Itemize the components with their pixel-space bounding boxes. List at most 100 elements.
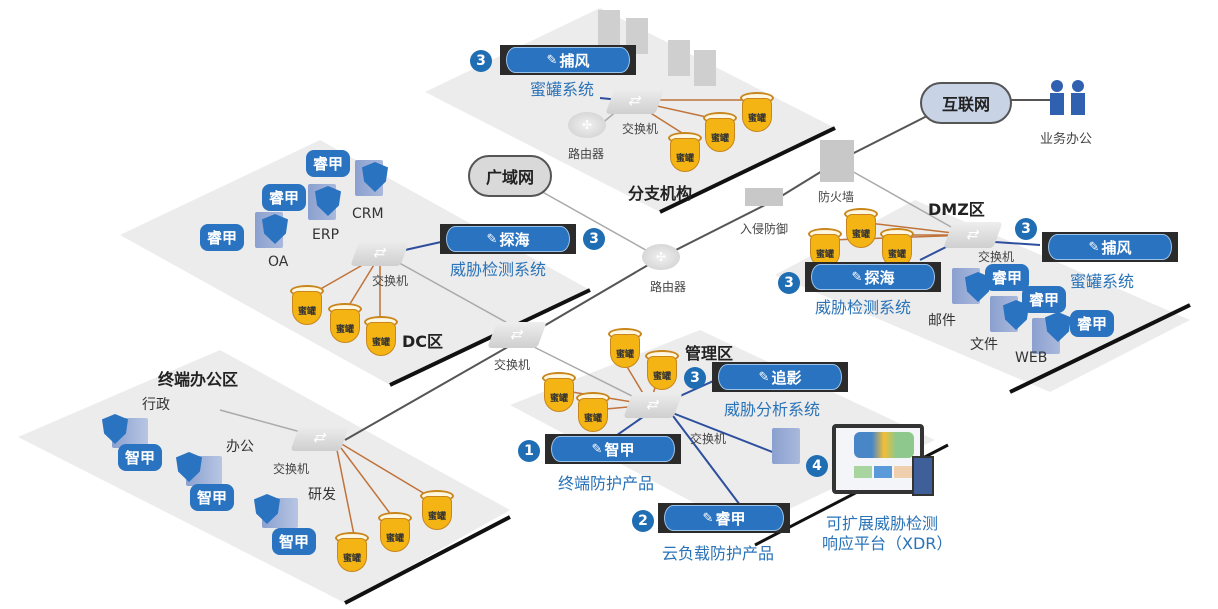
internet-label: 互联网 <box>941 95 990 114</box>
ruijia-tag: 睿甲 <box>1022 286 1067 313</box>
antiy-logo-icon: ✎ <box>1088 239 1100 255</box>
product-name: 睿甲 <box>715 509 746 528</box>
honeypot-icon: 蜜罐 <box>542 372 576 412</box>
branch-router-label: 路由器 <box>568 147 605 161</box>
product-desc: 终端防护产品 <box>558 474 655 493</box>
product-name: 捕风 <box>1101 238 1132 257</box>
product-name: 探海 <box>864 268 895 287</box>
product-desc: 威胁分析系统 <box>724 400 821 419</box>
product-banner: ✎睿甲 <box>658 503 790 533</box>
antiy-logo-icon: ✎ <box>758 369 770 385</box>
internet-cloud: 互联网 <box>920 82 1012 124</box>
product-banner: ✎探海 <box>805 262 941 292</box>
wan-cloud: 广域网 <box>468 155 552 197</box>
product-name: 追影 <box>771 368 802 387</box>
product-desc: 蜜罐系统 <box>530 80 595 99</box>
product-name: 智甲 <box>604 440 635 459</box>
core-router-label: 路由器 <box>650 280 687 294</box>
router-icon: ✣ <box>642 244 680 270</box>
antiy-logo-icon: ✎ <box>702 510 714 526</box>
server-label: 邮件 <box>928 313 956 329</box>
zone-dc-label: DC区 <box>402 332 444 351</box>
zone-branch-label: 分支机构 <box>628 184 693 203</box>
product-desc: 云负载防护产品 <box>662 544 775 563</box>
server-label: WEB <box>1015 350 1048 366</box>
zhijia-tag: 智甲 <box>272 528 317 555</box>
branch-switch-label: 交换机 <box>622 122 659 136</box>
ruijia-tag: 睿甲 <box>200 224 245 251</box>
product-banner: ✎智甲 <box>545 434 681 464</box>
wan-label: 广域网 <box>485 168 534 187</box>
honeypot-icon: 蜜罐 <box>740 92 774 132</box>
xdr-monitor-icon <box>832 424 924 494</box>
server-label: OA <box>268 254 289 270</box>
switch-icon: ⇄ <box>943 222 1003 248</box>
business-office-label: 业务办公 <box>1040 132 1093 147</box>
product-desc-line1: 可扩展威胁检测 <box>826 514 939 533</box>
server-label: 文件 <box>970 337 998 353</box>
honeypot-icon: 蜜罐 <box>290 285 324 325</box>
antiy-logo-icon: ✎ <box>546 52 558 68</box>
mgmt-switch-label: 交换机 <box>690 432 727 446</box>
zone-terminal-office-label: 终端办公区 <box>158 370 239 389</box>
antiy-logo-icon: ✎ <box>486 231 498 247</box>
product-desc: 蜜罐系统 <box>1070 272 1135 291</box>
step-badge: 4 <box>806 455 828 477</box>
honeypot-icon: 蜜罐 <box>364 316 398 356</box>
zone-dmz-label: DMZ区 <box>928 200 985 219</box>
honeypot-icon: 蜜罐 <box>668 132 702 172</box>
product-name: 捕风 <box>559 51 590 70</box>
ips-icon <box>745 188 783 206</box>
antiy-logo-icon: ✎ <box>591 441 603 457</box>
step-badge: 3 <box>470 50 492 72</box>
switch-icon: ⇄ <box>487 322 547 348</box>
zhijia-tag: 智甲 <box>190 484 235 511</box>
step-badge: 3 <box>1015 218 1037 240</box>
step-badge: 3 <box>583 228 605 250</box>
ruijia-tag: 睿甲 <box>985 264 1030 291</box>
honeypot-icon: 蜜罐 <box>608 328 642 368</box>
users-icon <box>1050 80 1085 115</box>
switch-icon: ⇄ <box>605 88 665 114</box>
antiy-logo-icon: ✎ <box>851 269 863 285</box>
core-switch-label: 交换机 <box>494 358 531 372</box>
dept-label: 行政 <box>142 397 170 413</box>
step-badge: 1 <box>518 440 540 462</box>
step-badge: 3 <box>684 367 706 389</box>
honeypot-icon: 蜜罐 <box>576 392 610 432</box>
ruijia-tag: 睿甲 <box>1070 310 1115 337</box>
switch-icon: ⇄ <box>350 240 410 266</box>
honeypot-icon: 蜜罐 <box>703 112 737 152</box>
office-switch-label: 交换机 <box>273 462 310 476</box>
firewall-icon <box>820 140 854 182</box>
honeypot-icon: 蜜罐 <box>844 208 878 248</box>
database-icon <box>912 456 934 496</box>
dept-label: 办公 <box>226 439 254 455</box>
server-icon <box>772 428 800 464</box>
server-label: CRM <box>352 206 384 222</box>
firewall-label: 防火墙 <box>818 190 855 204</box>
server-label: ERP <box>312 227 340 243</box>
dc-switch-label: 交换机 <box>372 274 409 288</box>
dept-label: 研发 <box>308 487 336 503</box>
switch-icon: ⇄ <box>623 392 683 418</box>
product-banner: ✎捕风 <box>1042 232 1178 262</box>
product-banner: ✎探海 <box>440 224 576 254</box>
router-icon: ✣ <box>568 112 606 138</box>
ips-label: 入侵防御 <box>740 222 789 236</box>
step-badge: 3 <box>778 272 800 294</box>
product-desc: 威胁检测系统 <box>815 298 912 317</box>
product-banner: ✎捕风 <box>500 45 636 75</box>
zone-management-label: 管理区 <box>685 344 734 363</box>
product-banner: ✎追影 <box>712 362 848 392</box>
honeypot-icon: 蜜罐 <box>335 532 369 572</box>
honeypot-icon: 蜜罐 <box>645 350 679 390</box>
switch-icon: ⇄ <box>290 425 350 451</box>
zhijia-tag: 智甲 <box>118 444 163 471</box>
honeypot-icon: 蜜罐 <box>420 490 454 530</box>
product-desc-line2: 响应平台（XDR） <box>822 534 953 553</box>
dmz-switch-label: 交换机 <box>978 250 1015 264</box>
honeypot-icon: 蜜罐 <box>378 512 412 552</box>
ruijia-tag: 睿甲 <box>306 150 351 177</box>
step-badge: 2 <box>632 510 654 532</box>
